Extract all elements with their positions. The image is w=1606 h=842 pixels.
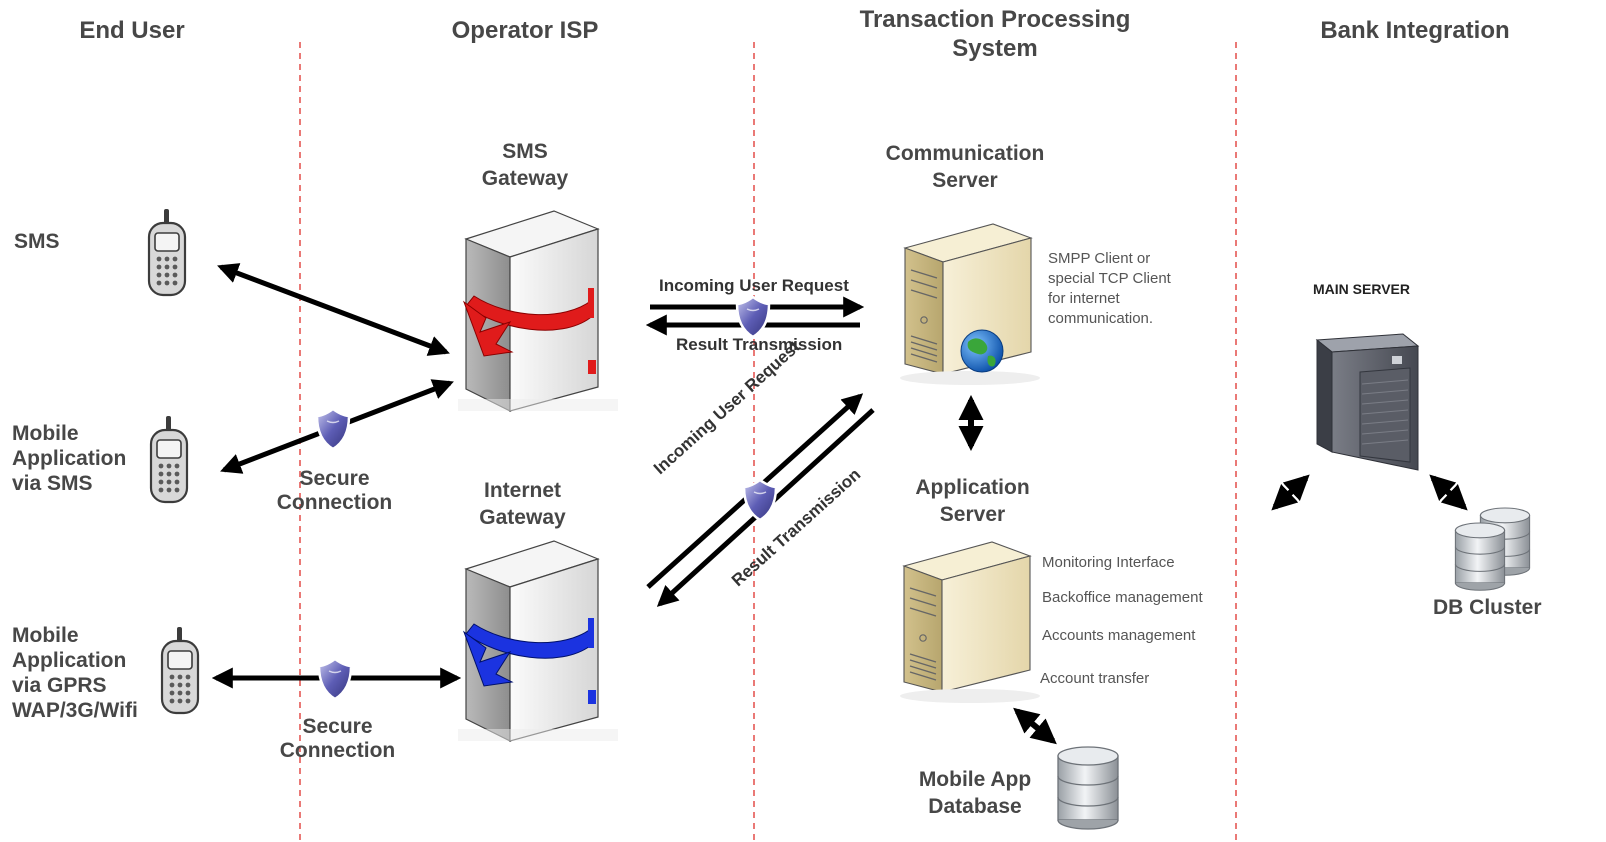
phone-icon bbox=[160, 625, 200, 715]
column-heading-operator-isp: Operator ISP bbox=[451, 17, 599, 44]
mobile-app-gprs-label: Mobile Application via GPRS WAP/3G/Wifi bbox=[12, 623, 138, 723]
incoming-user-request-label: Incoming User Request bbox=[659, 276, 849, 295]
communication-note-line: communication. bbox=[1048, 310, 1154, 327]
communication-note-line: SMPP Client or bbox=[1048, 250, 1151, 267]
bank-db-link-arrow bbox=[1429, 474, 1468, 511]
communication-note-line: special TCP Client bbox=[1048, 270, 1171, 287]
app-feature-transfer: Account transfer bbox=[1040, 670, 1150, 687]
mobile-app-sms-line: via SMS bbox=[12, 472, 93, 495]
mobile-app-database-line: Database bbox=[928, 795, 1022, 818]
phone-icon bbox=[149, 414, 189, 504]
secure-connection-line: Connection bbox=[276, 491, 393, 514]
column-heading-transaction: Transaction Processing System bbox=[830, 5, 1160, 63]
sms-gateway-tower-icon bbox=[457, 210, 619, 412]
secure-connection-label-1: Secure Connection bbox=[262, 467, 407, 515]
shield-icon bbox=[315, 407, 351, 451]
secure-connection-line: Connection bbox=[279, 739, 396, 762]
sms-link-arrow bbox=[217, 263, 450, 356]
communication-note-line: for internet bbox=[1048, 290, 1120, 307]
db-cluster-label: DB Cluster bbox=[1433, 596, 1542, 619]
mobile-app-gprs-line: Mobile bbox=[12, 624, 79, 647]
mobile-app-sms-label: Mobile Application via SMS bbox=[12, 421, 126, 496]
communication-server-line: Server bbox=[932, 169, 998, 192]
application-server-label: Application Server bbox=[880, 474, 1065, 528]
db-cluster-icon bbox=[1454, 507, 1531, 591]
application-server-icon bbox=[900, 541, 1040, 703]
app-feature-backoffice: Backoffice management bbox=[1042, 589, 1203, 606]
app-feature-monitoring: Monitoring Interface bbox=[1042, 554, 1175, 571]
secure-connection-label-2: Secure Connection bbox=[265, 715, 410, 763]
mobile-app-gprs-line: via GPRS bbox=[12, 674, 107, 697]
sms-gateway-line: SMS bbox=[502, 140, 548, 163]
secure-connection-line: Secure bbox=[302, 715, 373, 738]
column-heading-bank-integration: Bank Integration bbox=[1320, 17, 1510, 44]
column-heading-transaction-line1: Transaction Processing bbox=[859, 6, 1131, 33]
application-server-line: Server bbox=[939, 503, 1006, 526]
app-feature-accounts: Accounts management bbox=[1042, 627, 1196, 644]
secure-connection-line: Secure bbox=[299, 467, 370, 490]
mobile-app-database-line: Mobile App bbox=[918, 768, 1032, 791]
main-server-label: MAIN SERVER bbox=[1313, 281, 1410, 297]
application-server-line: Application bbox=[915, 476, 1030, 499]
sms-gateway-label: SMS Gateway bbox=[450, 138, 600, 192]
globe-icon bbox=[960, 329, 1004, 373]
communication-server-line: Communication bbox=[885, 142, 1045, 165]
communication-server-label: Communication Server bbox=[860, 140, 1070, 194]
mobile-app-sms-line: Application bbox=[12, 447, 127, 470]
sms-label: SMS bbox=[14, 230, 60, 253]
mobile-app-gprs-line: WAP/3G/Wifi bbox=[12, 699, 138, 722]
phone-icon bbox=[147, 207, 187, 297]
mobile-app-database-label: Mobile App Database bbox=[895, 766, 1055, 820]
result-transmission-label: Result Transmission bbox=[676, 335, 843, 354]
shield-icon bbox=[742, 478, 778, 522]
internet-gateway-line: Internet bbox=[483, 479, 561, 502]
internet-gateway-label: Internet Gateway bbox=[440, 477, 605, 531]
communication-server-icon bbox=[900, 223, 1040, 385]
rack-server-icon bbox=[1315, 333, 1420, 471]
column-heading-end-user: End User bbox=[79, 17, 185, 44]
mobile-app-gprs-line: Application bbox=[12, 649, 127, 672]
database-icon bbox=[1057, 746, 1119, 830]
shield-icon bbox=[735, 295, 771, 339]
communication-note: SMPP Client or special TCP Client for in… bbox=[1048, 249, 1171, 329]
column-heading-transaction-line2: System bbox=[952, 35, 1038, 62]
internet-gateway-line: Gateway bbox=[479, 506, 566, 529]
shield-icon bbox=[317, 657, 353, 701]
sms-gateway-line: Gateway bbox=[481, 167, 569, 190]
internet-gateway-tower-icon bbox=[457, 540, 619, 742]
mobile-app-sms-line: Mobile bbox=[12, 422, 79, 445]
app-db-link-arrow bbox=[1013, 707, 1057, 745]
bank-left-link-arrow bbox=[1271, 474, 1310, 511]
